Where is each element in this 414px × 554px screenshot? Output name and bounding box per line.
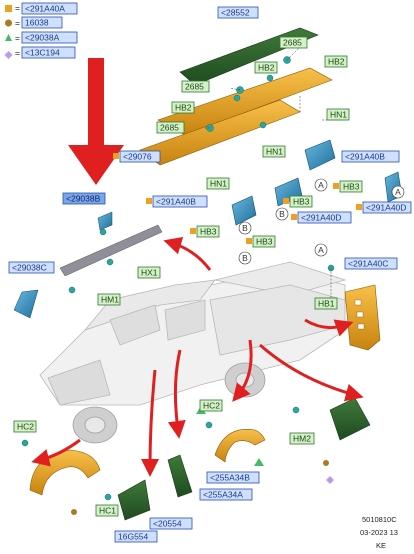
front-splash-guard [117, 479, 151, 521]
callout-HB3-a: HB3 [343, 182, 360, 192]
front-wheel-arch-flare [29, 449, 101, 496]
legend-diamond-icon [4, 51, 13, 59]
callout-29076: <29076 [123, 152, 152, 162]
callout-HB3-d: HB3 [256, 237, 273, 247]
fastener-clips [21, 56, 335, 501]
ref-circle-b-2: B [279, 209, 285, 219]
legend-code-1: <291A40A [25, 4, 65, 14]
tailgate-edge-guard [344, 284, 381, 351]
drawing-number: 5010810C [362, 515, 397, 524]
callout-HB2-b: HB2 [328, 57, 345, 67]
callout-HN1-a: HN1 [330, 110, 347, 120]
ref-circle-b-1: B [242, 223, 248, 233]
callout-HC1: HC1 [99, 506, 116, 516]
tailgate-slots [354, 299, 365, 330]
big-down-arrow [68, 58, 124, 185]
callout-29038C: <29038C [12, 263, 47, 273]
rear-wheel-arch-flare [214, 428, 266, 463]
callout-2685-b: 2685 [185, 82, 204, 92]
ref-circle-b-3: B [242, 253, 248, 263]
callout-HM1: HM1 [101, 295, 119, 305]
callout-291A40B-left: <291A40B [156, 197, 196, 207]
callout-HC2-b: HC2 [203, 401, 220, 411]
drawing-date: 03-2023 13 [360, 528, 398, 537]
green-callouts: 2685 HB2 HB2 2685 HB2 HN1 2685 HN1 HN1 H… [13, 36, 363, 517]
callout-HB3-b: HB3 [293, 197, 310, 207]
callout-HN1-b: HN1 [266, 147, 283, 157]
callout-HB2-c: HB2 [175, 103, 192, 113]
svg-text:=: = [15, 33, 20, 43]
svg-text:=: = [15, 3, 20, 13]
callout-291A40D-a: <291A40D [366, 203, 406, 213]
rocker-cladding [167, 454, 193, 498]
drawing-region: KE [376, 541, 386, 550]
ref-circle-a-1: A [318, 180, 324, 190]
callout-HB1: HB1 [318, 299, 335, 309]
callout-2685-c: 2685 [160, 123, 179, 133]
svg-text:=: = [15, 18, 20, 28]
direction-arrows [31, 237, 364, 477]
legend-markers-on-parts [71, 406, 334, 515]
callout-HN1-c: HN1 [210, 179, 227, 189]
callout-HC2-a: HC2 [17, 422, 34, 432]
callout-29038B: <29038B [66, 194, 101, 204]
legend-circle-icon [5, 19, 12, 27]
pickup-truck [39, 261, 347, 406]
legend-code-3: <29038A [25, 33, 60, 43]
side-sill-bar [13, 211, 163, 319]
callout-28552: <28552 [221, 8, 250, 18]
ref-circle-a-3: A [318, 245, 324, 255]
legend-triangle-icon [5, 34, 12, 41]
callout-291A40B-right: <291A40B [345, 152, 385, 162]
callout-255A34A: <255A34A [203, 490, 243, 500]
callout-HX1: HX1 [141, 268, 158, 278]
callout-HB3-c: HB3 [200, 227, 217, 237]
callout-HB2-a: HB2 [258, 63, 275, 73]
callout-2685-a: 2685 [283, 38, 302, 48]
reference-circles: A A B B B A [238, 178, 405, 265]
legend: = <291A40A = 16038 = <29038A = <13C194 [4, 2, 78, 59]
svg-text:=: = [15, 48, 20, 58]
callout-291A40D-b: <291A40D [301, 213, 341, 223]
callout-255A34B: <255A34B [210, 473, 250, 483]
legend-square-icon [5, 5, 12, 12]
drawing-footer: 5010810C 03-2023 13 KE [360, 515, 398, 550]
legend-code-4: <13C194 [25, 48, 60, 58]
ref-circle-a-2: A [395, 187, 401, 197]
rear-splash-guard [329, 397, 371, 441]
blue-callouts: <28552 <29076 <291A40B <291A40B <291A40D… [8, 6, 412, 543]
legend-code-2: 16038 [25, 18, 49, 28]
callout-20554: <20554 [153, 519, 182, 529]
callout-291A40C: <291A40C [348, 259, 388, 269]
callout-16G554: 16G554 [118, 532, 149, 542]
callout-HM2: HM2 [293, 434, 311, 444]
